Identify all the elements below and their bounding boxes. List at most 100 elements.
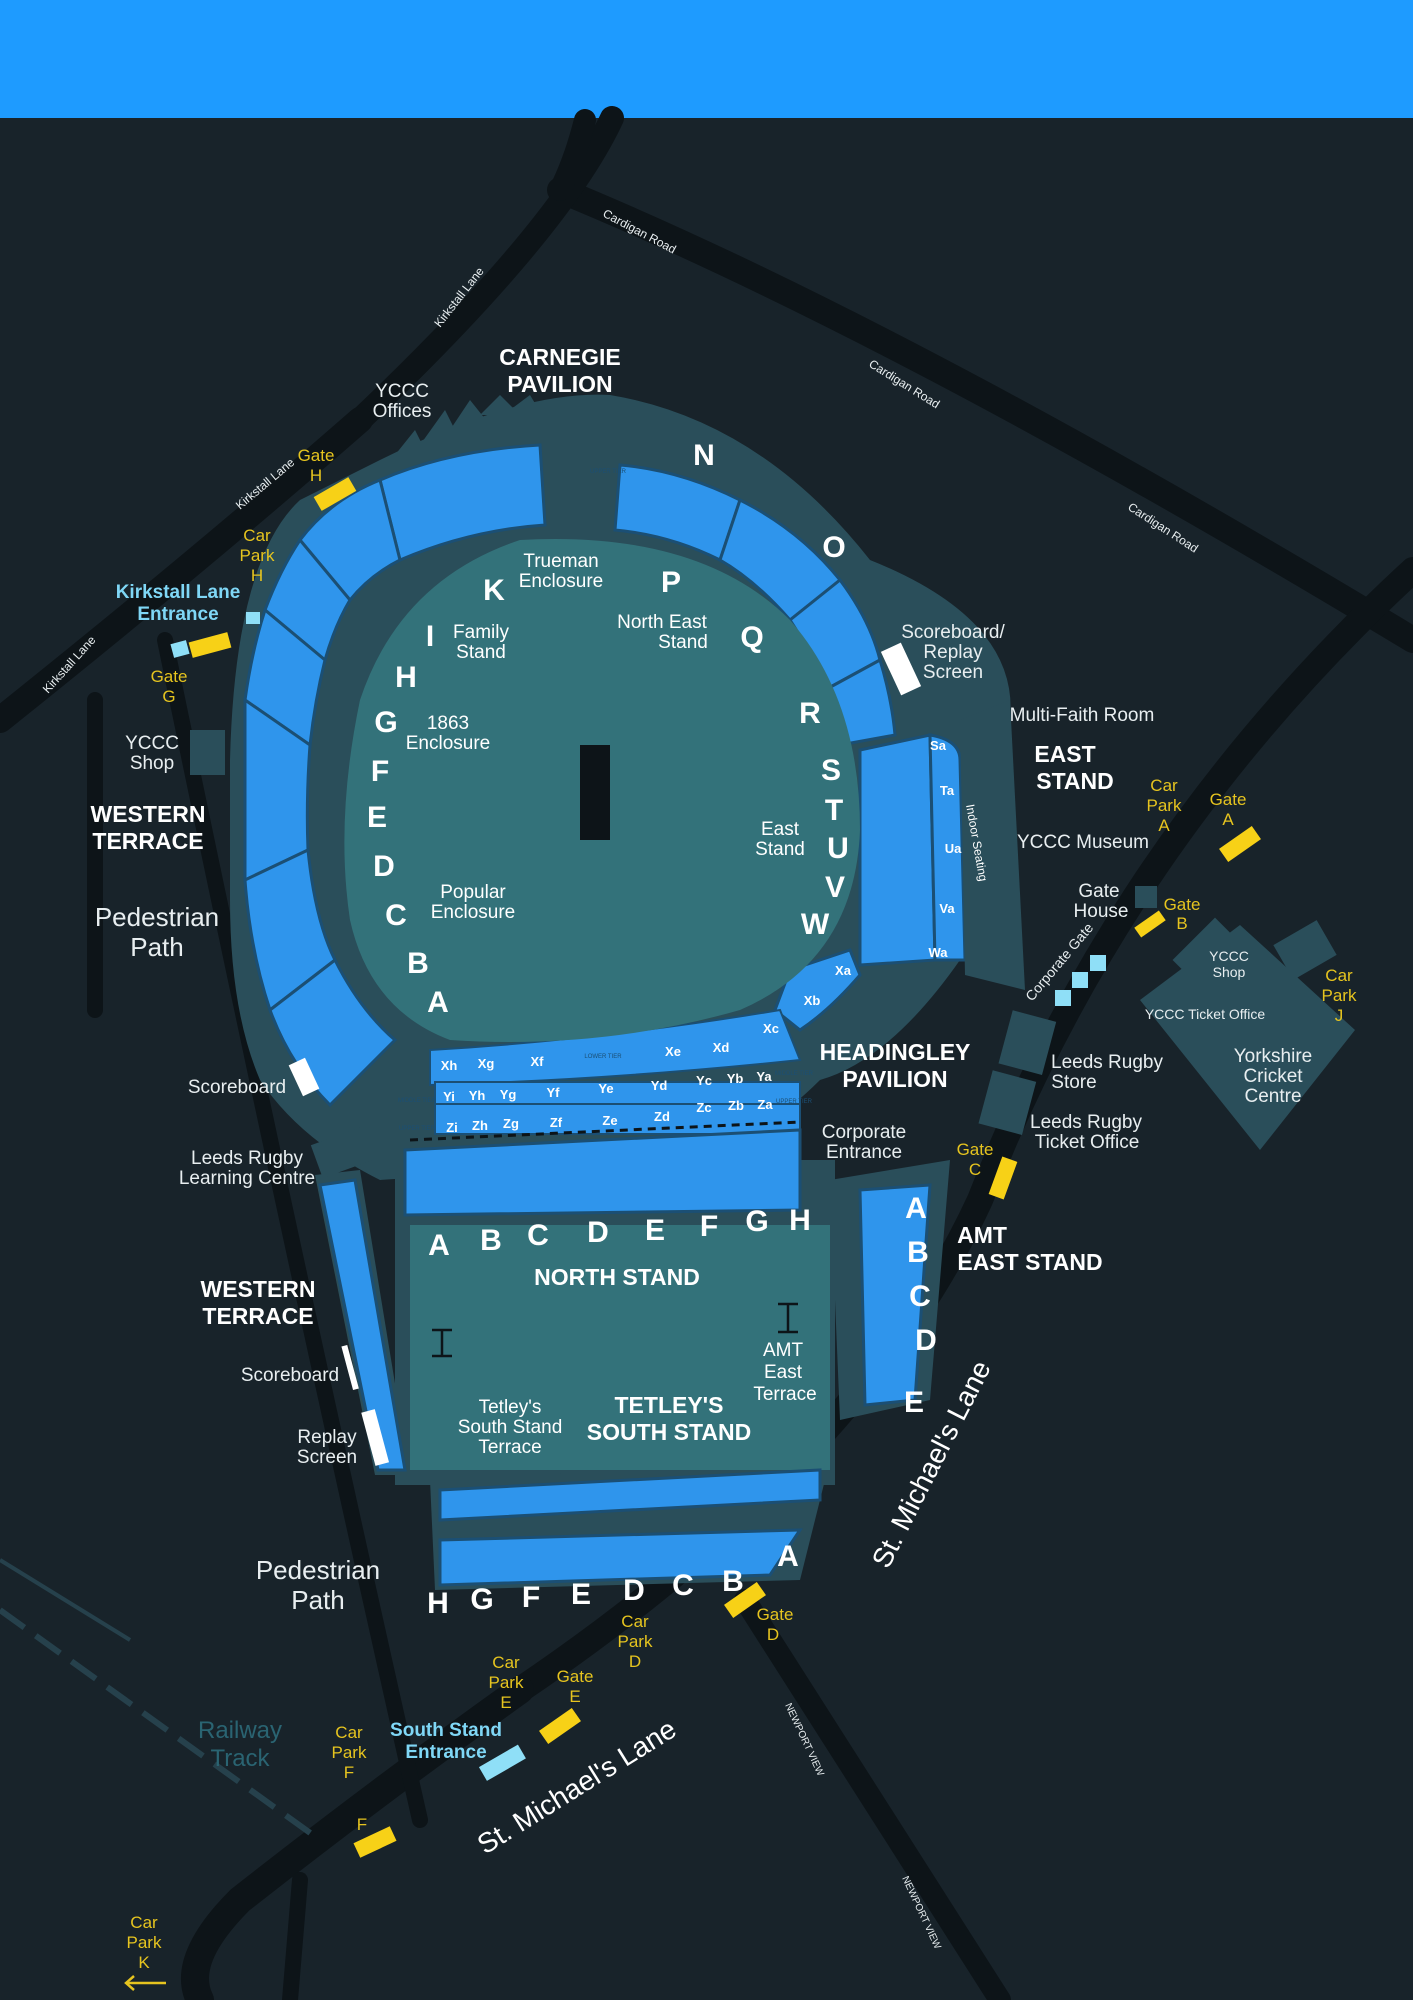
block-va: Va bbox=[939, 901, 955, 916]
east-stand-label-1: EAST bbox=[1034, 741, 1095, 767]
headingley-label-2: PAVILION bbox=[842, 1066, 947, 1092]
carnegie-roof bbox=[395, 395, 545, 460]
gate-f-marker bbox=[353, 1826, 397, 1858]
block-xe: Xe bbox=[665, 1044, 681, 1059]
middle-tier-label-w: MIDDLE TIER bbox=[398, 1098, 437, 1104]
gate-b-label-1: Gate bbox=[1164, 895, 1201, 914]
amt-letter-c: C bbox=[909, 1280, 931, 1313]
block-sa: Sa bbox=[930, 738, 947, 753]
section-letter-n: N bbox=[693, 439, 715, 472]
block-ze: Ze bbox=[602, 1113, 617, 1128]
lower-tier-label: LOWER TIER bbox=[584, 1054, 622, 1060]
south-stand-entrance-label-1: South Stand bbox=[390, 1720, 502, 1741]
scoreboard-replay-screen bbox=[880, 642, 922, 696]
block-yd: Yd bbox=[651, 1078, 668, 1093]
section-letter-w: W bbox=[801, 908, 830, 941]
railway-labels: Railway Track bbox=[198, 1717, 282, 1772]
north-east-label-2: Stand bbox=[658, 632, 708, 653]
south-stand-entrance-marker bbox=[478, 1744, 526, 1781]
east-stand-pitch-label-1: East bbox=[761, 819, 800, 840]
section-letter-g: G bbox=[374, 706, 397, 739]
screens bbox=[288, 642, 922, 1466]
cricket-seating-west bbox=[243, 443, 547, 1108]
kirkstall-lane-west bbox=[0, 407, 373, 733]
block-xb: Xb bbox=[804, 993, 821, 1008]
headingley-label-1: HEADINGLEY bbox=[820, 1039, 971, 1065]
north-stand-letter-g: G bbox=[745, 1205, 768, 1238]
south-stand-letter-a: A bbox=[777, 1540, 799, 1573]
scoreboard-south-screen bbox=[341, 1344, 359, 1390]
yorkshire-cc-label-3: Centre bbox=[1244, 1086, 1301, 1107]
block-zc: Zc bbox=[696, 1100, 711, 1115]
south-stand-letter-h: H bbox=[427, 1587, 449, 1620]
headingley-mid-tier bbox=[434, 1081, 801, 1105]
yorkshire-cc-label-1: Yorkshire bbox=[1234, 1046, 1313, 1067]
block-labels: Sa Ta Ua Va Wa Xh Xg Xf Xe Xd Xc Xb Xa Y… bbox=[441, 738, 962, 1135]
car-park-e-label-3: E bbox=[500, 1693, 511, 1712]
section-letter-i: I bbox=[426, 620, 434, 653]
corporate-gate-marker-1 bbox=[1055, 990, 1071, 1006]
kirkstall-entrance-label-1: Kirkstall Lane bbox=[116, 582, 241, 603]
carnegie-label-1: CARNEGIE bbox=[499, 344, 620, 370]
goal-post-icons bbox=[432, 1302, 798, 1358]
pedestrian-2-label-2: Path bbox=[291, 1585, 345, 1615]
roads bbox=[0, 106, 1413, 2000]
pedestrian-labels: Pedestrian Path Pedestrian Path bbox=[95, 902, 380, 1615]
block-zb: Zb bbox=[728, 1098, 744, 1113]
car-park-j-label-2: Park bbox=[1322, 986, 1357, 1005]
north-stand-seating bbox=[403, 1128, 802, 1217]
facility-labels: YCCC Offices YCCC Shop Scoreboard/ Repla… bbox=[125, 381, 1312, 1468]
north-stand-letter-a: A bbox=[428, 1229, 450, 1262]
north-stand-label: NORTH STAND bbox=[534, 1264, 700, 1290]
pedestrian-2-label-1: Pedestrian bbox=[256, 1555, 380, 1585]
car-park-j-label-3: J bbox=[1335, 1006, 1344, 1025]
south-stand-letter-c: C bbox=[672, 1569, 694, 1602]
replay-screen-label-1: Replay bbox=[297, 1427, 357, 1448]
block-za: Za bbox=[757, 1097, 773, 1112]
south-stand-blocks bbox=[438, 1528, 803, 1587]
scoreboard-south-label: Scoreboard bbox=[241, 1365, 339, 1386]
entrances bbox=[170, 612, 1106, 1781]
ycc-offices-label-1: YCCC bbox=[375, 381, 429, 402]
amt-letter-b: B bbox=[907, 1236, 929, 1269]
road-sw bbox=[282, 1872, 308, 2000]
upper-tier-label-ne: UPPER TIER bbox=[590, 469, 627, 475]
gate-g-label-1: Gate bbox=[151, 667, 188, 686]
section-letter-e: E bbox=[367, 801, 387, 834]
amt-letter-a: A bbox=[905, 1192, 927, 1225]
tetleys-label-2: SOUTH STAND bbox=[587, 1419, 751, 1445]
gate-a-label-1: Gate bbox=[1210, 790, 1247, 809]
western-terrace-1-label-1: WESTERN bbox=[91, 801, 206, 827]
amt-terrace-label-1: AMT bbox=[763, 1340, 804, 1361]
kirkstall-entrance-marker bbox=[170, 640, 190, 658]
south-stand-letter-b: B bbox=[722, 1565, 744, 1598]
upper-tier-label-w: UPPER TIER bbox=[399, 1126, 436, 1132]
west-path-2 bbox=[157, 632, 428, 1828]
pedestrian-1-label-2: Path bbox=[130, 932, 184, 962]
enc1863-label-1: 1863 bbox=[427, 713, 469, 734]
st-michaels-lane-south bbox=[181, 1676, 534, 2000]
yorkshire-cricket-centre-building bbox=[1140, 925, 1355, 1150]
amt-label-1: AMT bbox=[957, 1222, 1007, 1248]
west-terrace-seating bbox=[318, 1178, 407, 1472]
family-label-1: Family bbox=[453, 622, 509, 643]
corporate-entrance-label-1: Corporate bbox=[822, 1122, 907, 1143]
block-yc: Yc bbox=[696, 1073, 712, 1088]
block-ta: Ta bbox=[940, 783, 955, 798]
north-stand-letter-h: H bbox=[789, 1204, 811, 1237]
newport-view bbox=[734, 1589, 1011, 2000]
middle-tier-label-e: MIDDLE TIER bbox=[775, 1071, 814, 1077]
car-park-h-label-2: Park bbox=[240, 546, 275, 565]
block-zf: Zf bbox=[550, 1115, 563, 1130]
block-yh: Yh bbox=[469, 1088, 486, 1103]
tier-divider bbox=[409, 1120, 801, 1142]
ycc-shop-east-label-2: Shop bbox=[1213, 964, 1246, 980]
railway-track bbox=[0, 1607, 322, 1843]
seating-block-h bbox=[263, 537, 352, 663]
scoreboard-replay-label-1: Scoreboard/ bbox=[901, 622, 1005, 643]
amt-east-blocks bbox=[858, 1183, 932, 1407]
section-letter-r: R bbox=[799, 697, 821, 730]
gate-g-marker bbox=[188, 632, 232, 658]
south-stand-letter-f: F bbox=[522, 1581, 540, 1614]
